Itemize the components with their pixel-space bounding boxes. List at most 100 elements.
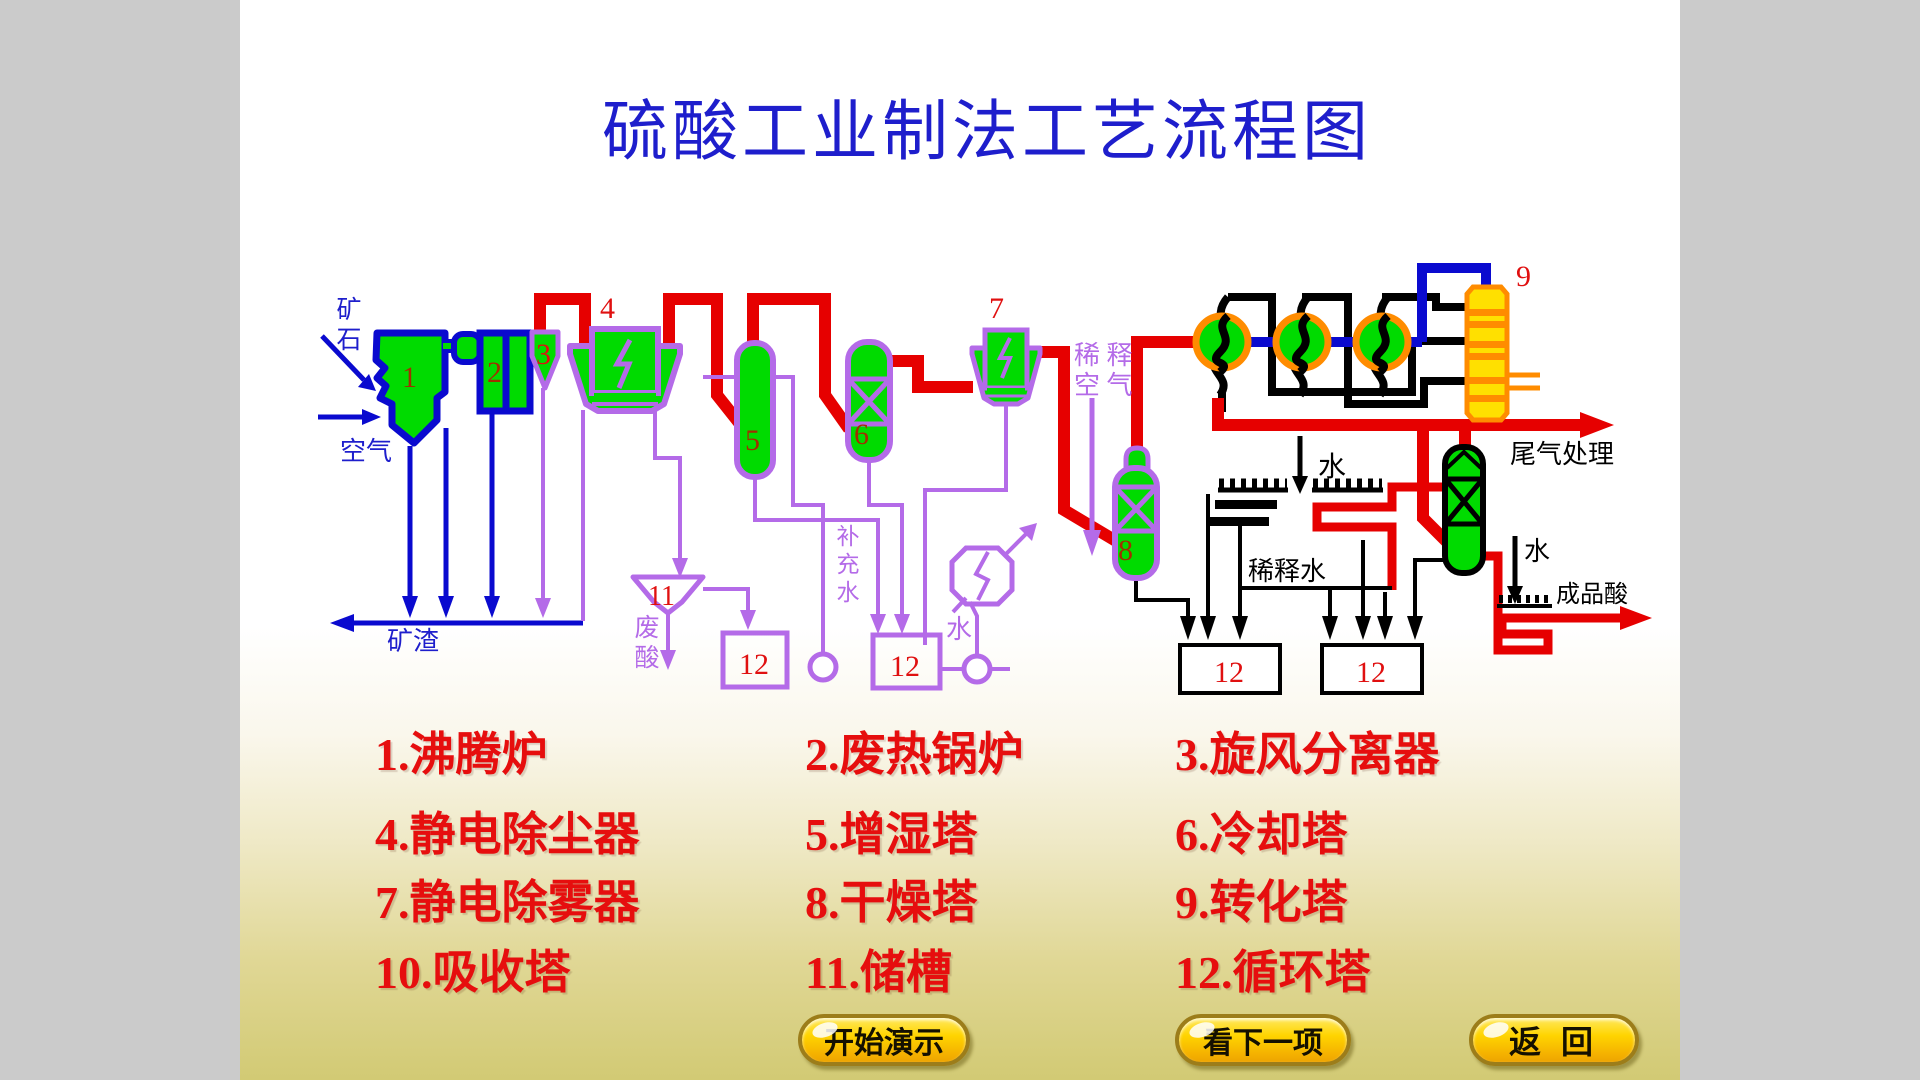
heat-exchangers <box>1192 312 1412 376</box>
arrow-icon <box>1507 586 1523 604</box>
black-arrowheads <box>1180 476 1523 640</box>
arrow-icon <box>1292 476 1308 494</box>
pipe-4-5 <box>663 293 745 428</box>
equip-number-7: 7 <box>989 292 1004 325</box>
legend-item-4: 4.静电除尘器 <box>375 809 640 860</box>
demister-dust-bar <box>987 388 1025 394</box>
equip-number-6: 6 <box>854 418 869 451</box>
bed <box>1469 309 1505 316</box>
bed <box>1469 353 1505 360</box>
legend-item-1: 1.沸腾炉 <box>375 729 548 780</box>
demister-box <box>982 327 1030 391</box>
pipe-8-hx <box>1131 336 1194 452</box>
product-acid-arrow-icon <box>1620 606 1652 630</box>
back-button[interactable]: 返 回 <box>1469 1014 1639 1066</box>
circulation-tank-black-1 <box>1178 643 1282 695</box>
dilution-air-label-1: 稀 释 <box>1074 341 1133 370</box>
funnel-to-tank <box>703 587 750 612</box>
cooling-tower <box>845 339 893 463</box>
packing-icon <box>848 376 890 427</box>
bed <box>1469 395 1505 402</box>
pipe <box>1302 293 1468 408</box>
dilution-water-label: 稀释水 <box>1248 557 1326 586</box>
arrow-icon <box>484 596 500 618</box>
arrow-icon <box>1232 616 1248 640</box>
tower-dome <box>1123 445 1151 470</box>
legend-item-12: 12.循环塔 <box>1175 947 1371 998</box>
equip-number-12b: 12 <box>890 650 920 683</box>
lightning-icon <box>996 337 1013 379</box>
equip-number-11: 11 <box>648 581 675 612</box>
slag-label: 矿渣 <box>387 627 439 656</box>
red-gas-pipes <box>534 293 1620 655</box>
arrow-icon <box>1322 616 1338 640</box>
pipe-6-7 <box>887 355 973 393</box>
arrow-icon <box>362 409 381 425</box>
esp-dust-bar <box>594 393 656 401</box>
legend-item-6: 6.冷却塔 <box>1175 809 1348 860</box>
equip-number-12d: 12 <box>1356 656 1386 689</box>
purple-acid-lines <box>541 375 1095 671</box>
process-flow-diagram: 1 2 3 4 5 6 7 8 9 11 12 12 12 12 空气 矿渣 稀… <box>318 260 1652 695</box>
water-absorb-label: 水 <box>1318 451 1346 483</box>
legend-item-5: 5.增湿塔 <box>805 809 978 860</box>
arrow-icon <box>870 614 886 634</box>
esp-right-drain <box>653 410 682 560</box>
cooler-riser <box>968 601 979 656</box>
equip-number-4: 4 <box>600 292 615 325</box>
arrow-icon <box>1355 616 1371 640</box>
product-acid-label: 成品酸 <box>1556 581 1628 608</box>
arrow-icon <box>672 558 688 578</box>
arrow-icon <box>740 610 756 630</box>
tower5-drain <box>753 477 880 616</box>
pump-2-icon <box>961 653 993 685</box>
equip-number-12c: 12 <box>1214 656 1244 689</box>
hx-squiggle-icon <box>1371 312 1391 376</box>
baffle-icon <box>1207 517 1269 526</box>
tower6-drain <box>867 461 904 616</box>
cooler-zigzag-icon <box>973 551 991 601</box>
legend-item-11: 11.储槽 <box>805 947 952 998</box>
demister-drain <box>923 406 1008 645</box>
hx-squiggle-icon <box>1211 312 1231 376</box>
slide: 1 2 3 4 5 6 7 8 9 11 12 12 12 12 空气 矿渣 稀… <box>240 0 1680 1080</box>
storage-funnel <box>630 574 706 616</box>
water-distribution <box>1134 436 1552 616</box>
pipe-3-4 <box>534 293 591 349</box>
slag-arrowheads <box>330 374 500 632</box>
black-gas-pipes <box>1209 293 1468 412</box>
arrow-icon <box>358 374 376 391</box>
water-pump-label: 水 <box>946 615 972 644</box>
ore-label: 矿石 <box>333 296 360 356</box>
circulation-tank-purple-2 <box>870 632 943 691</box>
arrow-icon <box>1019 523 1037 541</box>
cooler-outlet <box>1002 532 1028 558</box>
legend-item-7: 7.静电除雾器 <box>375 877 640 928</box>
fluidized-bed-furnace <box>372 329 449 447</box>
pipe-to-converter <box>1417 263 1491 342</box>
arrow-icon <box>535 598 551 618</box>
legend-item-3: 3.旋风分离器 <box>1175 729 1440 780</box>
acid-cooler-coil <box>1312 482 1449 590</box>
button-glint <box>1481 1019 1511 1041</box>
cooler-octagon <box>949 545 1015 607</box>
tail-gas-arrow-icon <box>1580 412 1614 438</box>
pipe-to-absorber <box>1417 425 1454 549</box>
arrow-icon <box>330 614 354 632</box>
start-demo-label: 开始演示 <box>824 1027 944 1060</box>
arrow-icon <box>1083 530 1101 556</box>
electrostatic-precipitator <box>567 326 683 414</box>
boiler-drum <box>451 331 483 365</box>
start-demo-button[interactable]: 开始演示 <box>798 1014 970 1066</box>
waste-acid-label: 废酸 <box>631 614 658 674</box>
circulation-tank-purple-1 <box>720 630 790 690</box>
absorption-tower <box>1442 444 1486 576</box>
arrow-icon <box>1180 616 1196 640</box>
ore-inlet <box>320 334 366 382</box>
lightning-icon <box>612 338 633 389</box>
page-title: 硫酸工业制法工艺流程图 <box>602 96 1372 169</box>
equip-number-9: 9 <box>1516 260 1531 293</box>
product-acid-coil <box>1483 551 1620 655</box>
next-item-button[interactable]: 看下一项 <box>1175 1014 1351 1066</box>
drying-tower <box>1112 445 1160 581</box>
